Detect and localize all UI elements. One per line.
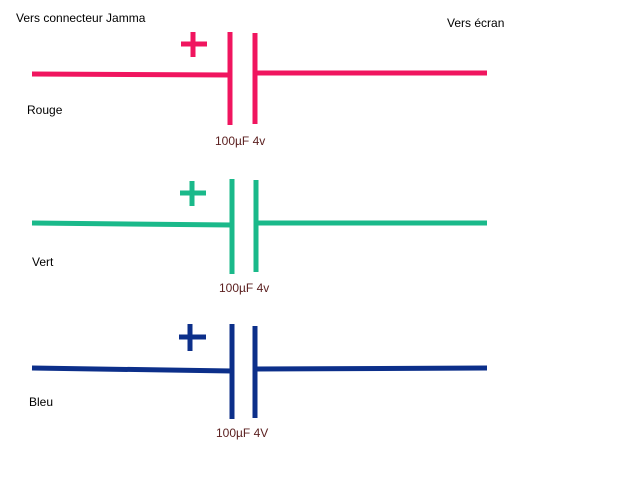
wire-blue-input <box>31 365 233 374</box>
channel-label-red: Rouge <box>27 103 63 117</box>
channel-label-blue: Bleu <box>29 395 54 409</box>
wire-green-input <box>31 220 233 228</box>
plus-icon-red <box>181 32 207 57</box>
plus-icon-blue <box>179 324 206 351</box>
channel-green <box>31 179 487 274</box>
plus-icon-green <box>180 181 206 206</box>
channel-blue <box>31 324 488 419</box>
channel-red <box>31 32 487 125</box>
wire-red-input <box>31 71 231 78</box>
label-from-jamma-connector: Vers connecteur Jamma <box>16 11 146 25</box>
channel-label-green: Vert <box>32 255 54 269</box>
label-to-screen: Vers écran <box>447 16 505 30</box>
capacitor-value-green: 100µF 4v <box>219 281 270 295</box>
capacitor-value-blue: 100µF 4V <box>216 426 269 440</box>
capacitor-value-red: 100µF 4v <box>215 134 266 148</box>
wire-blue-output <box>254 365 488 372</box>
